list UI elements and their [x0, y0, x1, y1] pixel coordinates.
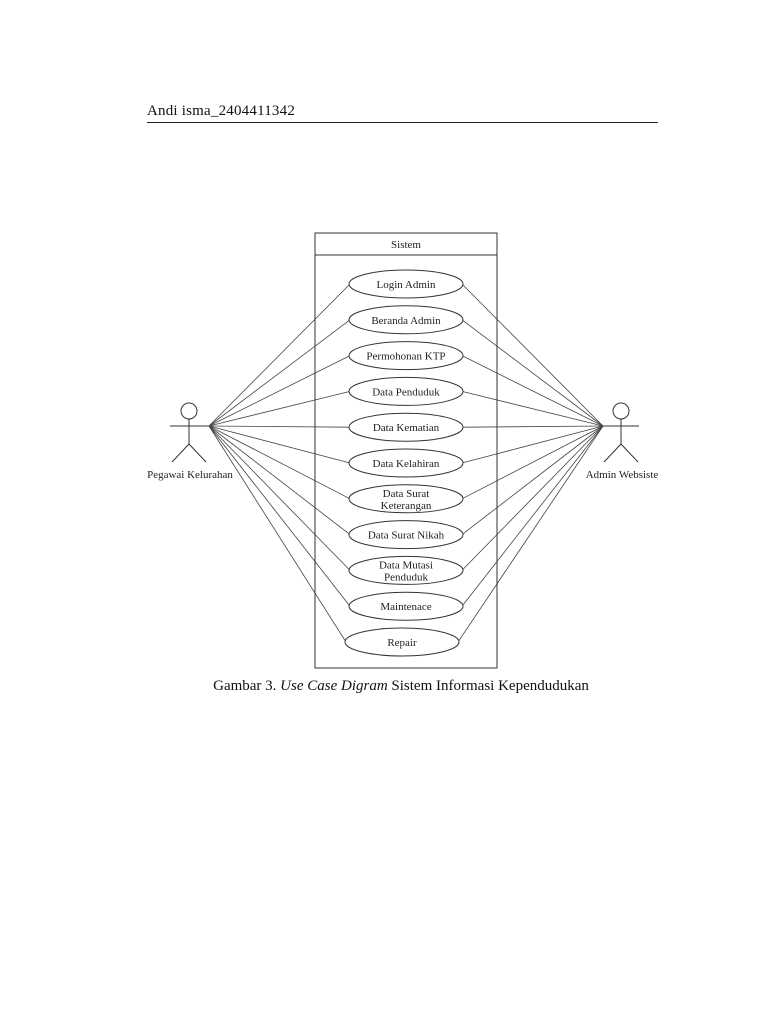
use-case-ellipse [348, 341, 464, 371]
use-case-4: Data Penduduk [348, 376, 464, 406]
caption-italic: Use Case Digram [280, 678, 388, 694]
use-case-11: Repair [344, 627, 460, 657]
association-right-3 [461, 355, 604, 427]
association-right-10 [461, 425, 604, 607]
association-right-2 [461, 319, 604, 427]
association-left-7 [208, 425, 351, 500]
use-case-label: Penduduk [384, 571, 429, 583]
actor-pegawai-kelurahan: Pegawai Kelurahan [147, 402, 233, 481]
use-case-label: Keterangan [381, 500, 432, 512]
use-case-10: Maintenace [348, 591, 464, 621]
use-case-label: Maintenace [380, 601, 431, 613]
page-header: Andi isma_2404411342 [147, 102, 658, 123]
figure-caption: Gambar 3. Use Case Digram Sistem Informa… [0, 677, 768, 695]
use-case-label: Data Kematian [373, 422, 440, 434]
actor-right-leg [620, 443, 639, 463]
association-left-2 [208, 319, 351, 427]
association-left-6 [208, 425, 351, 464]
actor-admin-websiste: Admin Websiste [586, 402, 659, 481]
association-left-8 [208, 425, 351, 535]
author-label: Andi isma_2404411342 [147, 103, 296, 119]
use-case-label: Data Surat Nikah [368, 530, 445, 542]
use-case-ellipse [348, 520, 464, 550]
use-case-ellipse [348, 412, 464, 442]
system-boundary-box [314, 232, 498, 669]
caption-suffix: Sistem Informasi Kependudukan [387, 678, 589, 694]
association-right-5 [461, 425, 604, 428]
actor-left-leg [171, 443, 190, 463]
use-case-ellipse [348, 376, 464, 406]
association-left-4 [208, 391, 351, 427]
use-case-ellipse [348, 484, 464, 514]
association-right-6 [461, 425, 604, 464]
actor-left-leg [603, 443, 622, 463]
association-right-8 [461, 425, 604, 535]
association-right-7 [461, 425, 604, 500]
use-case-label: Beranda Admin [371, 315, 441, 327]
association-lines [208, 283, 604, 643]
association-left-10 [208, 425, 351, 607]
system-title: Sistem [391, 239, 421, 251]
use-case-8: Data Surat Nikah [348, 520, 464, 550]
use-case-3: Permohonan KTP [348, 341, 464, 371]
association-left-9 [208, 425, 351, 571]
use-case-label: Data Surat [383, 488, 430, 500]
use-case-label: Data Penduduk [372, 386, 440, 398]
association-left-5 [208, 425, 351, 428]
use-case-ellipse [348, 591, 464, 621]
actor-right-leg [188, 443, 207, 463]
use-case-6: Data Kelahiran [348, 448, 464, 478]
use-case-ellipse [348, 305, 464, 335]
use-case-1: Login Admin [348, 269, 464, 299]
association-right-1 [461, 283, 604, 427]
use-case-label: Permohonan KTP [366, 351, 445, 363]
use-case-label: Repair [387, 637, 417, 649]
association-left-1 [208, 283, 351, 427]
use-case-label: Data Mutasi [379, 559, 433, 571]
use-case-ellipse [348, 269, 464, 299]
use-case-label: Login Admin [377, 279, 436, 291]
actor-head [180, 402, 198, 420]
use-case-ellipse [348, 555, 464, 585]
actor-left-label: Pegawai Kelurahan [147, 469, 233, 481]
use-case-2: Beranda Admin [348, 305, 464, 335]
association-right-4 [461, 391, 604, 427]
use-case-label: Data Kelahiran [373, 458, 440, 470]
caption-prefix: Gambar 3. [213, 678, 281, 694]
use-case-5: Data Kematian [348, 412, 464, 442]
association-left-3 [208, 355, 351, 427]
use-case-ellipse [344, 627, 460, 657]
association-left-11 [208, 425, 347, 643]
use-case-ellipse [348, 448, 464, 478]
actor-right-label: Admin Websiste [586, 469, 659, 481]
system-boundary: Sistem [314, 232, 498, 669]
actor-head [612, 402, 630, 420]
association-right-11 [457, 425, 604, 643]
association-right-9 [461, 425, 604, 571]
